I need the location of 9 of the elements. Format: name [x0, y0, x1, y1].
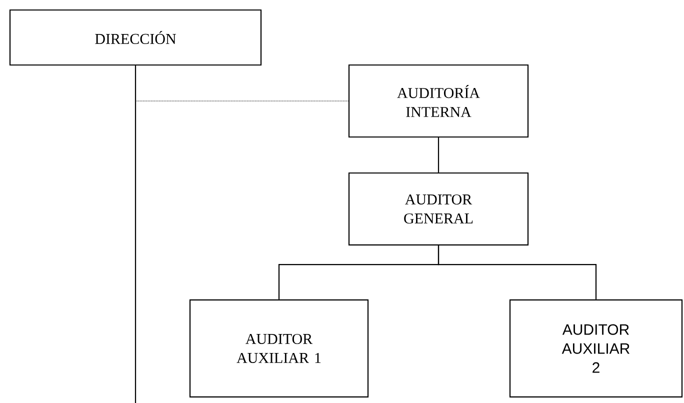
org-box: AUDITOR GENERAL — [348, 172, 529, 246]
connector-line — [438, 246, 597, 300]
dotted-line — [136, 100, 348, 102]
org-box: AUDITOR AUXILIAR 2 — [509, 299, 683, 398]
org-box: AUDITORÍA INTERNA — [348, 64, 529, 138]
org-box: AUDITOR AUXILIAR 1 — [189, 299, 369, 398]
connector-line — [134, 66, 136, 403]
connector-line — [438, 138, 440, 172]
org-box: DIRECCIÓN — [9, 9, 262, 66]
